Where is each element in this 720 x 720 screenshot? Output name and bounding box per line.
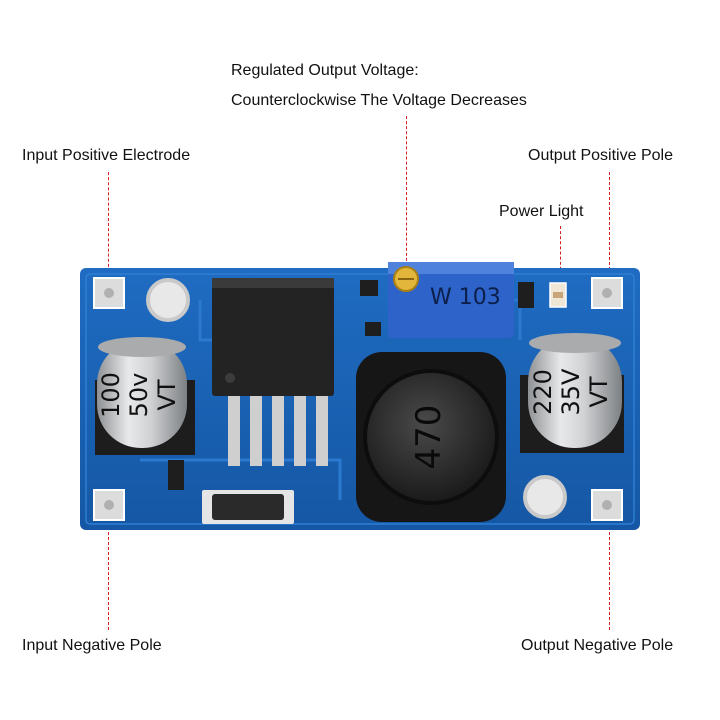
output-negative-label: Output Negative Pole: [521, 637, 674, 654]
mounting-hole-top-left: [146, 278, 190, 322]
leader-power-light: [560, 226, 561, 280]
input-cap-brand: VT: [153, 379, 181, 410]
output-cap-value: 220: [529, 369, 557, 415]
regulated-voltage-label-line1: Regulated Output Voltage:: [231, 62, 419, 79]
potentiometer-marking: W 103: [430, 285, 501, 310]
regulator-ic: [212, 278, 334, 396]
regulated-voltage-label-line2: Counterclockwise The Voltage Decreases: [231, 92, 527, 109]
inductor-marking: 470: [409, 405, 449, 470]
input-cap-value: 100: [97, 372, 125, 418]
leader-input-negative: [108, 522, 109, 630]
potentiometer: [388, 262, 514, 338]
input-positive-label: Input Positive Electrode: [22, 147, 191, 164]
leader-output-negative: [609, 522, 610, 630]
mounting-hole-bottom-right: [523, 475, 567, 519]
output-positive-label: Output Positive Pole: [528, 147, 673, 164]
leader-output-positive: [609, 172, 610, 280]
input-negative-label: Input Negative Pole: [22, 637, 162, 654]
output-cap-brand: VT: [585, 376, 613, 407]
power-light-label: Power Light: [499, 203, 584, 220]
output-cap-voltage: 35V: [557, 368, 585, 416]
input-capacitor: [97, 337, 187, 448]
leader-input-positive: [108, 172, 109, 272]
leader-regulated: [406, 116, 407, 266]
output-capacitor: [528, 333, 622, 448]
input-cap-voltage: 50v: [125, 373, 153, 418]
pad-output-positive: [591, 277, 623, 309]
